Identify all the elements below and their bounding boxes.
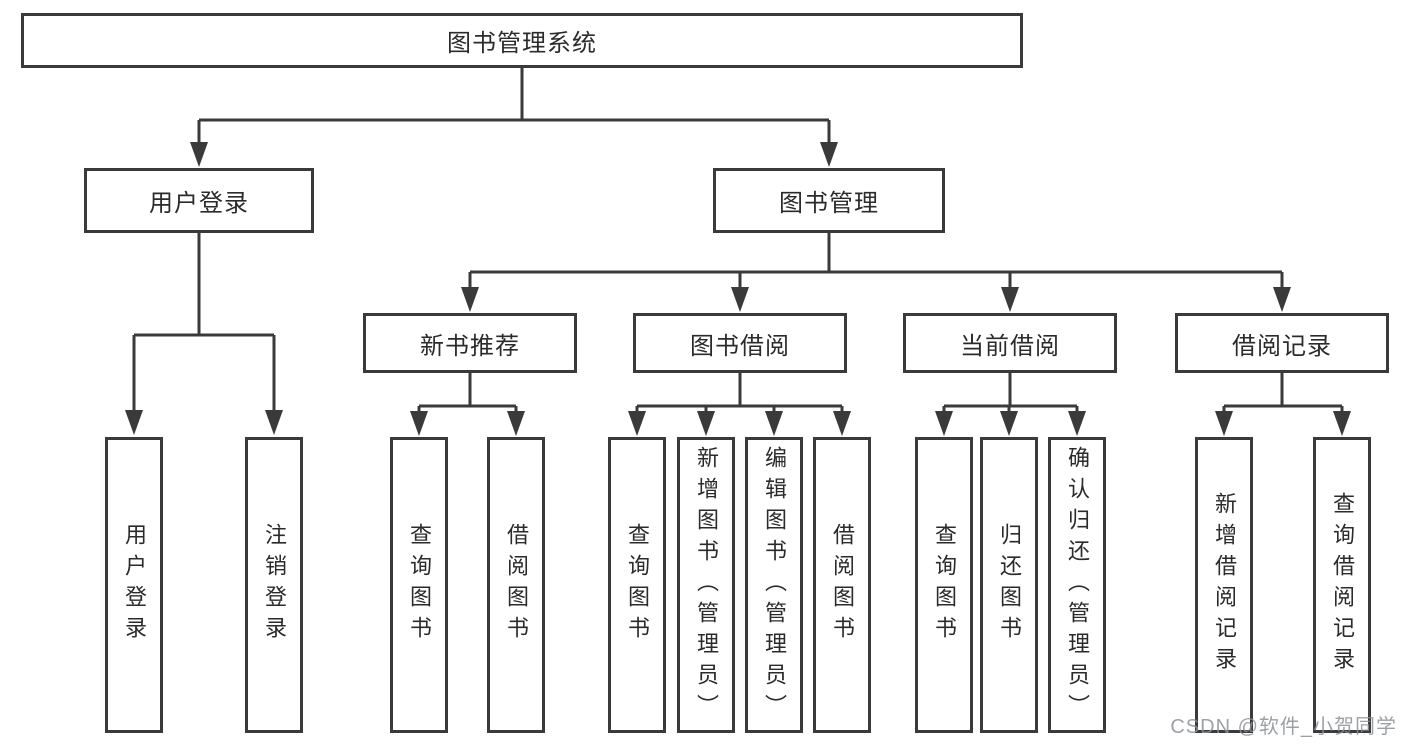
node-label: 用户登录 (149, 190, 249, 217)
node-label: 图书管理 (779, 190, 879, 217)
leaf-edit-book-admin: 编辑图书（管理员） (745, 437, 803, 733)
node-label: 查询图书 (407, 523, 432, 647)
leaf-query-borrow-record: 查询借阅记录 (1313, 437, 1371, 733)
node-label: 新书推荐 (420, 332, 520, 360)
leaf-logout: 注销登录 (245, 437, 303, 733)
leaf-borrow-books: 借阅图书 (813, 437, 871, 733)
leaf-query-books-borrow: 查询图书 (608, 437, 666, 733)
leaf-add-borrow-record: 新增借阅记录 (1195, 437, 1253, 733)
node-current-borrowing: 当前借阅 (903, 313, 1117, 373)
node-book-borrowing: 图书借阅 (633, 313, 847, 373)
node-label: 当前借阅 (960, 332, 1060, 360)
node-label: 新增图书（管理员） (694, 445, 719, 725)
node-label: 查询借阅记录 (1330, 492, 1355, 678)
node-book-management: 图书管理 (713, 168, 945, 233)
leaf-borrow-books-recommend: 借阅图书 (487, 437, 545, 733)
node-label: 用户登录 (122, 523, 147, 647)
node-label: 查询图书 (932, 523, 957, 647)
node-user-login: 用户登录 (84, 168, 314, 233)
node-library-management-system: 图书管理系统 (21, 13, 1023, 68)
node-label: 注销登录 (262, 523, 287, 647)
node-new-book-recommend: 新书推荐 (363, 313, 577, 373)
leaf-return-books: 归还图书 (980, 437, 1038, 733)
node-label: 借阅图书 (504, 523, 529, 647)
node-label: 新增借阅记录 (1212, 492, 1237, 678)
node-label: 归还图书 (997, 523, 1022, 647)
node-label: 借阅图书 (830, 523, 855, 647)
node-label: 编辑图书（管理员） (762, 445, 787, 725)
leaf-query-books-current: 查询图书 (915, 437, 973, 733)
node-label: 图书借阅 (690, 332, 790, 360)
node-label: 图书管理系统 (447, 30, 597, 57)
node-label: 借阅记录 (1232, 332, 1332, 360)
leaf-confirm-return-admin: 确认归还（管理员） (1048, 437, 1106, 733)
leaf-query-books-recommend: 查询图书 (390, 437, 448, 733)
leaf-add-book-admin: 新增图书（管理员） (677, 437, 735, 733)
arrowheads (125, 142, 1351, 436)
node-borrowing-records: 借阅记录 (1175, 313, 1389, 373)
leaf-user-login: 用户登录 (105, 437, 163, 733)
node-label: 查询图书 (625, 523, 650, 647)
node-label: 确认归还（管理员） (1065, 445, 1090, 725)
